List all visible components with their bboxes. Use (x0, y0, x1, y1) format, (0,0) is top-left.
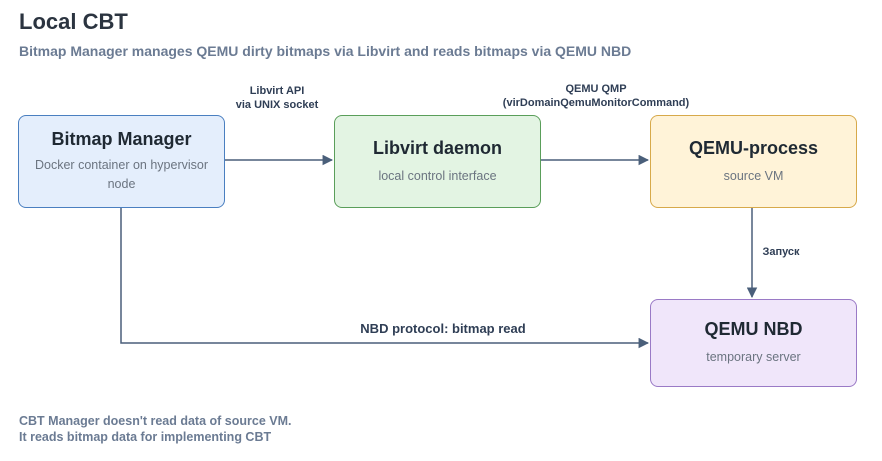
footer-note: CBT Manager doesn't read data of source … (19, 413, 291, 445)
diagram-subtitle: Bitmap Manager manages QEMU dirty bitmap… (19, 43, 632, 59)
edge-label-line: QEMU QMP (565, 83, 627, 95)
edge-label-line: via UNIX socket (235, 99, 319, 111)
node-subtitle: source VM (723, 168, 784, 183)
node-title: Libvirt daemon (372, 137, 502, 158)
node-qemu-process[interactable]: QEMU-process source VM (650, 115, 857, 208)
footer-line: CBT Manager doesn't read data of source … (19, 414, 292, 428)
node-subtitle: Docker container on hypervisor node (35, 158, 208, 191)
footer-line: It reads bitmap data for implementing CB… (19, 430, 272, 444)
edge-bm-to-nbd (120, 208, 650, 349)
edge-label-nbd-protocol: NBD protocol: bitmap read (360, 321, 526, 336)
edge-label-qemu-qmp: QEMU QMP (virDomainQemuMonitorCommand) (503, 82, 689, 110)
edge-label-libvirt-api: Libvirt API via UNIX socket (236, 84, 319, 112)
node-subtitle: local control interface (378, 168, 497, 183)
node-subtitle: temporary server (706, 350, 801, 364)
node-title: QEMU NBD (704, 319, 803, 339)
node-title: QEMU-process (688, 137, 819, 158)
node-bitmap-manager[interactable]: Bitmap Manager Docker container on hyper… (18, 115, 225, 208)
edge-label-line: (virDomainQemuMonitorCommand) (502, 97, 690, 109)
edge-label-launch: Запуск (760, 245, 802, 259)
edge-label-line: Libvirt API (249, 85, 305, 97)
node-libvirt-daemon[interactable]: Libvirt daemon local control interface (334, 115, 541, 208)
node-qemu-nbd[interactable]: QEMU NBD temporary server (650, 299, 857, 387)
node-title: Bitmap Manager (51, 129, 192, 149)
diagram-title: Local CBT (19, 9, 128, 34)
